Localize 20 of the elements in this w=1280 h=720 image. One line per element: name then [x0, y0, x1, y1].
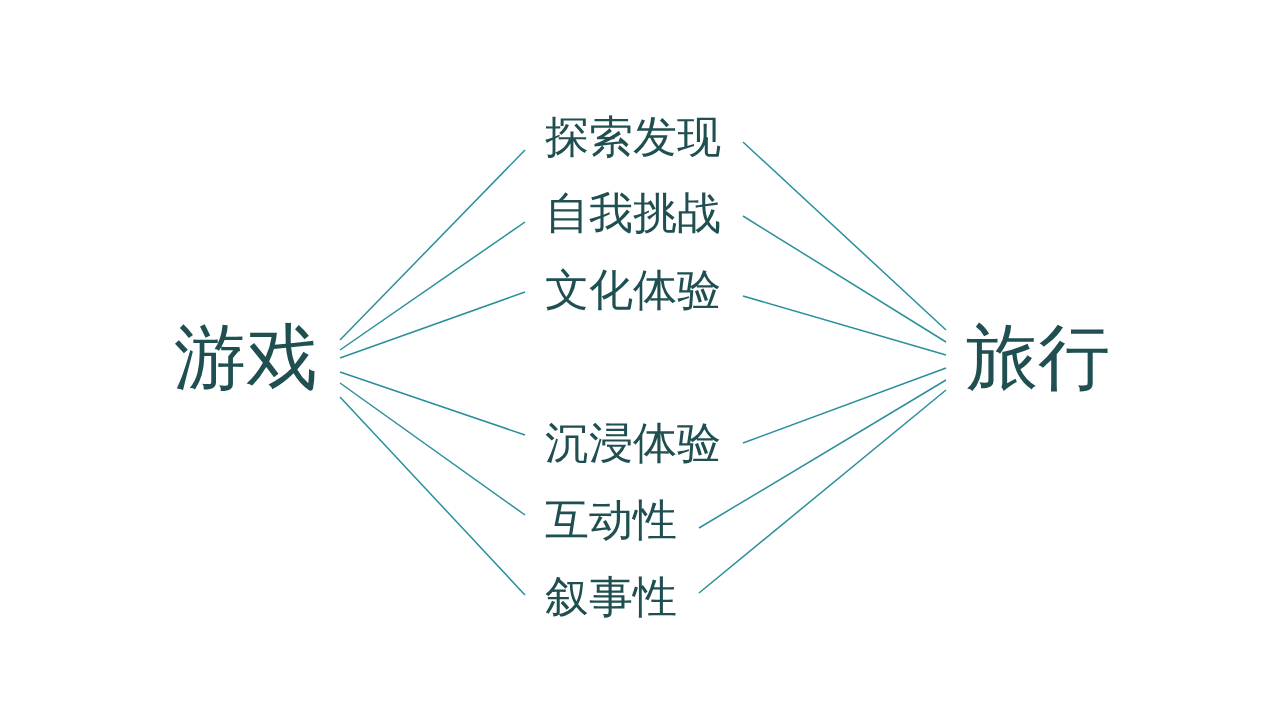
connector-line [339, 382, 526, 516]
topic-label: 旅行 [966, 321, 1110, 393]
connector-line [698, 379, 947, 529]
aspect-label: 自我挑战 [545, 191, 721, 235]
connector-line [339, 149, 526, 341]
connector-line [742, 295, 947, 356]
connector-line [742, 141, 947, 331]
connector-line [339, 221, 526, 351]
aspect-label: 互动性 [545, 498, 677, 542]
aspect-label: 探索发现 [545, 115, 721, 159]
connector-line [742, 367, 947, 444]
aspect-label: 叙事性 [545, 575, 677, 619]
connector-line [742, 215, 947, 343]
connector-line [339, 371, 526, 436]
aspect-label: 沉浸体验 [545, 421, 721, 465]
topic-label: 游戏 [174, 321, 318, 393]
connector-line [698, 389, 947, 594]
connector-line [339, 396, 526, 596]
aspect-label: 文化体验 [545, 268, 721, 312]
connector-line [339, 291, 526, 359]
